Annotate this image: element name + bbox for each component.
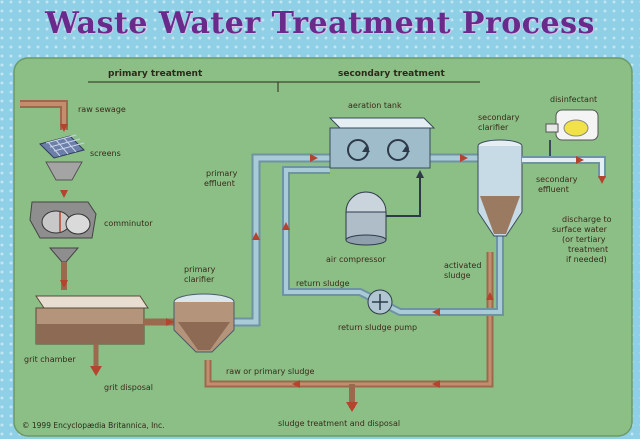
screens-icon: [39, 134, 85, 181]
flow-arrows: [60, 124, 606, 388]
section-secondary-treatment: secondary treatment: [338, 69, 445, 79]
label-air-compressor: air compressor: [326, 255, 386, 264]
label-aeration-tank: aeration tank: [348, 101, 402, 110]
label-raw-or-primary-sludge: raw or primary sludge: [226, 367, 314, 376]
label-discharge-2: surface water: [552, 225, 608, 234]
label-raw-sewage: raw sewage: [78, 105, 126, 114]
label-primary-clarifier-2: clarifier: [184, 275, 215, 284]
label-discharge-3: (or tertiary: [562, 235, 606, 244]
label-discharge-1: discharge to: [562, 215, 612, 224]
label-grit-disposal: grit disposal: [104, 383, 153, 392]
label-secondary-clarifier-1: secondary: [478, 113, 520, 122]
label-primary-effluent-1: primary: [206, 169, 238, 178]
label-comminutor: comminutor: [104, 219, 153, 228]
disinfectant-bottle-icon: [545, 109, 599, 141]
label-discharge-5: if needed): [566, 255, 607, 264]
label-screens: screens: [90, 149, 121, 158]
aeration-tank-icon: [328, 117, 436, 169]
label-discharge-4: treatment: [568, 245, 608, 254]
label-secondary-effluent-2: effluent: [538, 185, 569, 194]
diagram-panel: [13, 57, 633, 437]
label-return-sludge-pump: return sludge pump: [338, 323, 417, 332]
label-disinfectant: disinfectant: [550, 95, 597, 104]
secondary-clarifier-icon: [477, 139, 523, 237]
primary-clarifier-icon: [173, 293, 235, 353]
label-primary-clarifier-1: primary: [184, 265, 216, 274]
grit-chamber-icon: [35, 295, 149, 345]
label-sludge-treatment: sludge treatment and disposal: [278, 419, 400, 428]
page-title: Waste Water Treatment Process: [45, 6, 595, 41]
label-activated-sludge-2: sludge: [444, 271, 471, 280]
comminutor-icon: [29, 201, 97, 263]
copyright-notice: © 1999 Encyclopædia Britannica, Inc.: [22, 421, 165, 430]
section-primary-treatment: primary treatment: [108, 69, 203, 79]
label-activated-sludge-1: activated: [444, 261, 481, 270]
label-secondary-clarifier-2: clarifier: [478, 123, 509, 132]
return-sludge-pump-icon: [367, 289, 393, 315]
label-primary-effluent-2: effluent: [204, 179, 235, 188]
label-grit-chamber: grit chamber: [24, 355, 76, 364]
air-compressor-icon: [345, 170, 424, 246]
label-secondary-effluent-1: secondary: [536, 175, 578, 184]
label-return-sludge: return sludge: [296, 279, 350, 288]
sludge-outlet-arrow: [346, 402, 358, 412]
